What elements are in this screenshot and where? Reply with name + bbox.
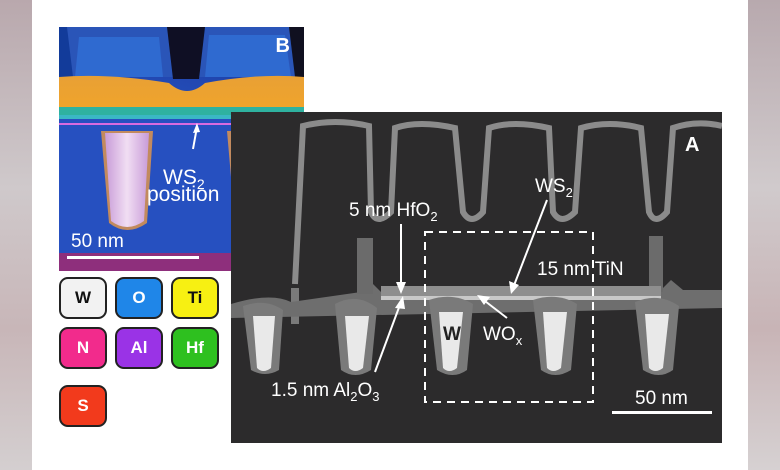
legend-chip-n: N	[59, 327, 107, 369]
legend-chip-al: Al	[115, 327, 163, 369]
panel-a-tem-image: A WS2 5 nm HfO2 15 nm TiN W WOx 1.5 nm A…	[231, 112, 722, 443]
ws2-subscript: 2	[196, 176, 205, 193]
ws2-label: WS2	[163, 166, 205, 193]
legend-chip-s: S	[59, 385, 107, 427]
al2o3-label: 1.5 nm Al2O3	[271, 380, 380, 404]
tin-label: 15 nm TiN	[537, 259, 624, 280]
panel-b-scale-label: 50 nm	[71, 231, 124, 252]
panel-a-scale-bar	[612, 411, 712, 414]
tungsten-label: W	[443, 324, 461, 345]
left-blur-border	[0, 0, 32, 470]
al2o3-subscript-1: 2	[350, 388, 358, 404]
right-blur-border	[748, 0, 780, 470]
tem-ws2-label: WS2	[535, 176, 573, 200]
panel-a-scale-label: 50 nm	[635, 388, 688, 409]
al2o3-subscript-2: 3	[372, 388, 380, 404]
wox-subscript: x	[515, 332, 523, 348]
hfo2-label: 5 nm HfO2	[349, 200, 438, 224]
hfo2-subscript: 2	[430, 208, 438, 224]
legend-chip-o: O	[115, 277, 163, 319]
panel-b-scale-bar	[67, 256, 199, 259]
legend-chip-ti: Ti	[171, 277, 219, 319]
panel-b-letter: B	[275, 35, 290, 57]
wox-label: WOx	[483, 324, 523, 348]
panel-a-letter: A	[685, 134, 700, 156]
legend-chip-w: W	[59, 277, 107, 319]
legend-chip-hf: Hf	[171, 327, 219, 369]
position-label: position	[147, 183, 220, 206]
tem-ws2-subscript: 2	[565, 184, 573, 200]
tem-image-graphic	[231, 119, 722, 403]
